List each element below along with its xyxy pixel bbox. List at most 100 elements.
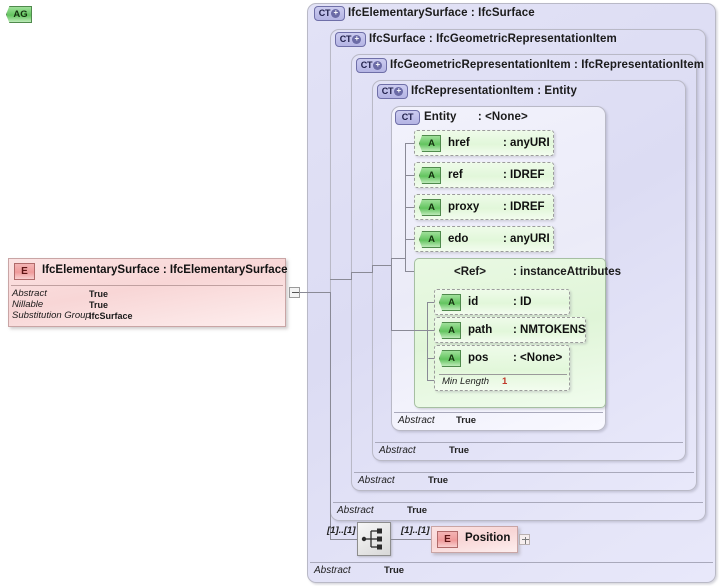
sep: : (513, 296, 517, 308)
attribute-row-proxy[interactable]: A proxy : IDREF (414, 194, 554, 220)
complex-type-title-ifcsurface: IfcSurface : IfcGeometricRepresentationI… (369, 33, 617, 45)
connector-branch-edo (405, 239, 417, 240)
badge-label: CT (318, 8, 331, 18)
attribute-row-id[interactable]: A id : ID (434, 289, 570, 315)
badge-label: CT (360, 60, 373, 70)
sep: : (503, 169, 507, 181)
ct-name: IfcRepresentationItem (411, 85, 534, 97)
attribute-row-edo[interactable]: A edo : anyURI (414, 226, 554, 252)
position-element-icon: E (437, 531, 458, 548)
element-property-value-substitution-group: IfcSurface (89, 311, 133, 321)
footer-key: Abstract (337, 505, 374, 516)
complex-type-badge-ifcelementarysurface[interactable]: CT+ (314, 6, 345, 21)
footer-key: Abstract (358, 475, 395, 486)
attribute-name: path (468, 324, 493, 336)
connector-stub-level4 (372, 265, 391, 266)
footer-key: Abstract (314, 565, 351, 576)
complex-type-footer-entity: Abstract True (394, 412, 603, 430)
element-property-key-substitution-group: Substitution Group (12, 310, 91, 321)
attribute-name: pos (468, 352, 489, 364)
expand-plus-icon[interactable]: + (373, 61, 383, 70)
attribute-name: ref (448, 169, 463, 181)
connector-trunk-refgroup (427, 302, 428, 380)
complex-type-title-ifcelementarysurface: IfcElementarySurface : IfcSurface (348, 7, 535, 19)
attribute-type: : <None> (513, 352, 562, 364)
ct-separator: : (537, 85, 542, 97)
sep: : (513, 324, 517, 336)
connector-to-attributegroup (391, 330, 427, 331)
type-label: NMTOKENS (520, 324, 586, 336)
ct-name: IfcGeometricRepresentationItem (390, 59, 571, 71)
connector-entity-riser (405, 143, 406, 259)
connector-attributegroup-riser (391, 258, 392, 331)
attribute-group-icon: AG (6, 6, 32, 23)
expand-plus-icon[interactable]: + (331, 9, 341, 18)
complex-type-badge-ifcsurface[interactable]: CT+ (335, 32, 366, 47)
element-property-value-abstract: True (89, 289, 109, 299)
attribute-row-ref[interactable]: A ref : IDREF (414, 162, 554, 188)
attribute-type: : NMTOKENS (513, 324, 586, 336)
footer-value: True (384, 565, 405, 576)
sep: : (503, 137, 507, 149)
complex-type-title-entity: Entity : <None> (424, 111, 528, 123)
connector-branch-id (427, 302, 437, 303)
connector-branch-refgroup (405, 271, 417, 272)
connector-trunk-level1 (330, 292, 331, 539)
ct-name: IfcElementarySurface (348, 7, 468, 19)
position-expand-toggle[interactable] (519, 534, 530, 545)
attribute-type: : ID (513, 296, 532, 308)
element-icon: E (14, 263, 35, 280)
complex-type-badge-ifcgeometricrepresentationitem[interactable]: CT+ (356, 58, 387, 73)
element-box-ifcelementarysurface[interactable] (8, 258, 286, 327)
element-name: IfcElementarySurface (42, 264, 160, 276)
connector-stub-level2 (330, 279, 351, 280)
attribute-row-href[interactable]: A href : anyURI (414, 130, 554, 156)
expand-plus-icon[interactable]: + (394, 87, 404, 96)
connector-stub-level3 (351, 272, 372, 273)
attribute-row-pos[interactable]: A pos : <None> Min Length 1 (434, 345, 570, 391)
ct-separator: : (573, 59, 578, 71)
attribute-type: : anyURI (503, 137, 550, 149)
ct-name: Entity (424, 111, 457, 123)
ct-base: Entity (544, 85, 577, 97)
cardinality-right: [1]..[1] (401, 525, 430, 536)
ct-base: <None> (485, 111, 528, 123)
attribute-type: : IDREF (503, 169, 545, 181)
attribute-name: edo (448, 233, 469, 245)
footer-value: True (407, 505, 428, 516)
complex-type-badge-ifcrepresentationitem[interactable]: CT+ (377, 84, 408, 99)
element-separator-line (11, 285, 283, 286)
facet-min-length: Min Length 1 (439, 374, 567, 390)
cardinality-left: [1]..[1] (327, 525, 356, 536)
complex-type-footer-ifcrepresentationitem: Abstract True (375, 442, 683, 460)
complex-type-footer-ifcelementarysurface: Abstract True (310, 562, 713, 580)
complex-type-title-ifcgeometricrepresentationitem: IfcGeometricRepresentationItem : IfcRepr… (390, 59, 704, 71)
ct-name: IfcSurface (369, 33, 426, 45)
ct-base: IfcRepresentationItem (581, 59, 705, 71)
connector-stub-level5 (391, 258, 405, 259)
element-collapse-toggle[interactable] (289, 287, 300, 298)
type-label: instanceAttributes (520, 266, 622, 278)
facet-key: Min Length (442, 376, 490, 387)
complex-type-footer-ifcgeometricrepresentationitem: Abstract True (354, 472, 694, 490)
element-separator: : (162, 264, 167, 276)
complex-type-badge-entity[interactable]: CT (395, 110, 420, 125)
type-label: ID (520, 296, 532, 308)
facet-value: 1 (502, 376, 508, 387)
attribute-group-name: <Ref> (454, 266, 486, 278)
footer-key: Abstract (398, 415, 435, 426)
element-property-key-nillable: Nillable (12, 299, 44, 310)
expand-plus-icon[interactable]: + (352, 35, 362, 44)
connector-branch-href (405, 143, 417, 144)
attribute-row-path[interactable]: A path : NMTOKENS (434, 317, 586, 343)
connector-branch-path (427, 330, 437, 331)
attribute-icon: A (419, 231, 441, 248)
connector-jog-level3 (372, 265, 373, 273)
sequence-compositor-icon[interactable] (357, 522, 391, 556)
connector-element-to-stack (300, 292, 330, 293)
element-property-key-abstract: Abstract (12, 288, 47, 299)
element-type: IfcElementarySurface (169, 264, 288, 276)
type-label: <None> (520, 352, 563, 364)
attribute-icon: A (439, 350, 461, 367)
